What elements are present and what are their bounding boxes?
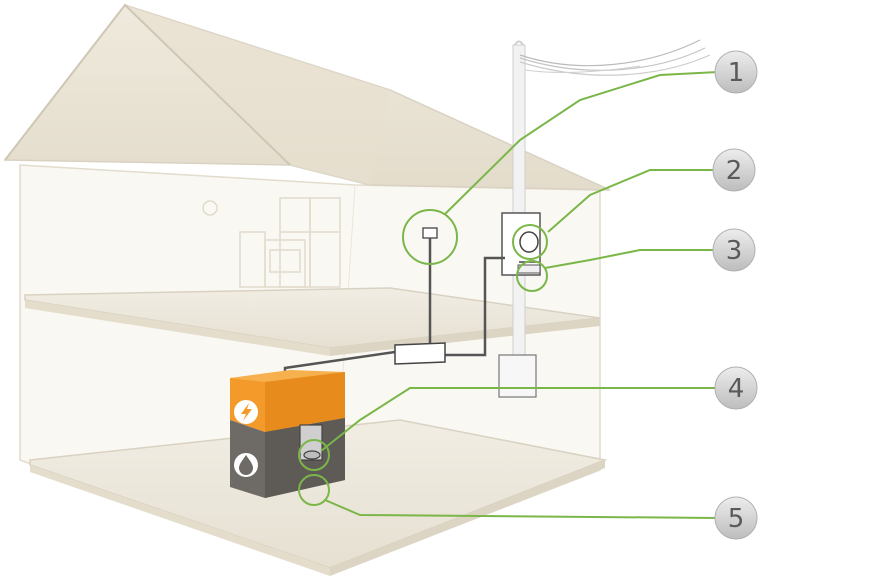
junction-box: [394, 342, 446, 365]
water-unit: [230, 418, 345, 498]
highlight-unit-base: [298, 474, 330, 506]
callout-4: 4: [714, 366, 758, 410]
roof: [3, 3, 611, 191]
callout-2: 2: [712, 148, 756, 192]
highlight-sensor: [402, 209, 458, 265]
electric-meter: [501, 212, 541, 276]
callout-1: 1: [714, 50, 758, 94]
highlight-circles: [298, 209, 548, 506]
sensor-device: [422, 227, 438, 239]
power-unit: [230, 370, 345, 432]
meter-dial-icon: [519, 231, 539, 253]
callout-number-1: 1: [728, 58, 745, 88]
lightning-bolt-icon: [241, 403, 252, 421]
callout-lines: [320, 71, 719, 519]
service-box: [498, 354, 537, 398]
callout-badges: 1 2 3 4 5: [712, 50, 758, 540]
callout-5: 5: [714, 496, 758, 540]
water-drop-icon: [239, 455, 253, 475]
kitchen-appliances: [202, 197, 341, 288]
callout-3: 3: [712, 228, 756, 272]
callout-number-2: 2: [726, 156, 743, 186]
callout-number-3: 3: [726, 236, 743, 266]
callout-number-5: 5: [728, 504, 745, 534]
highlight-water-meter: [298, 439, 330, 471]
callout-number-4: 4: [728, 374, 745, 404]
highlight-meter-base: [516, 260, 548, 292]
highlight-meter: [512, 224, 548, 260]
wall-clock-icon: [202, 200, 218, 216]
